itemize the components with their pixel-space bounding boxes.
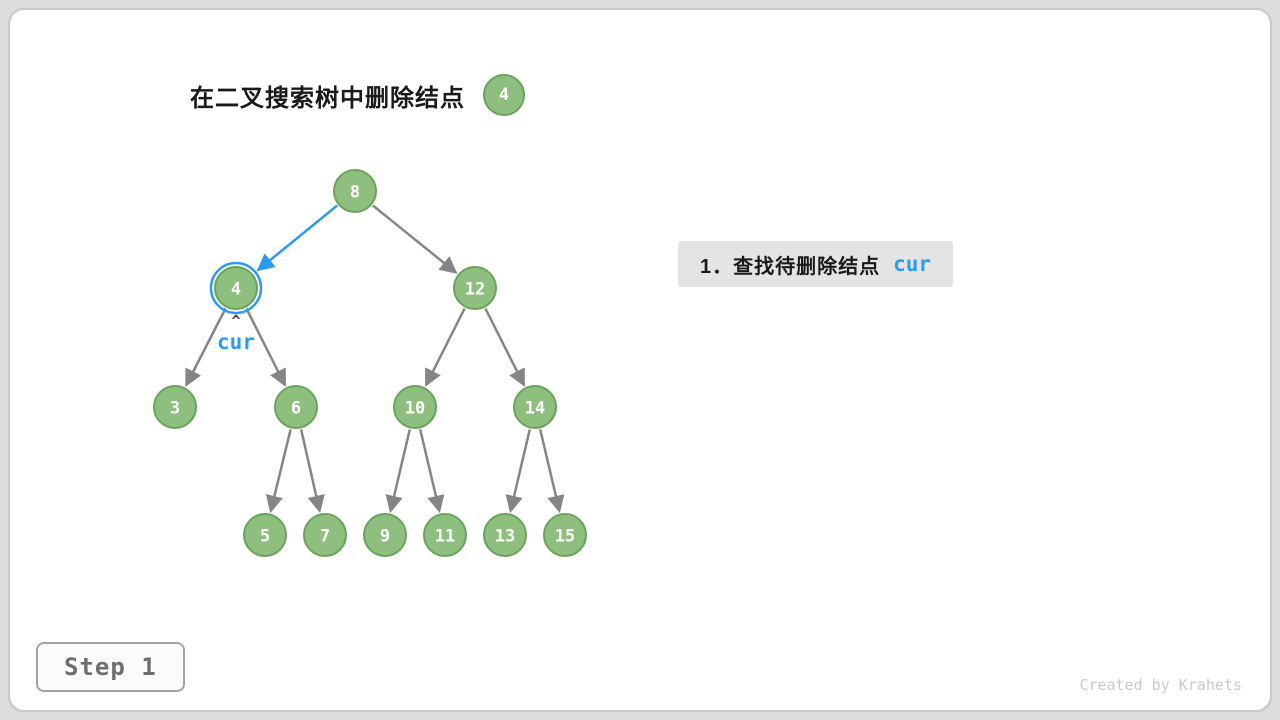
watermark-credit: Created by Krahets <box>1079 676 1242 694</box>
tree-edge-4-6 <box>245 307 286 387</box>
page-title: 在二叉搜索树中删除结点 <box>190 84 465 112</box>
tree-node-value: 4 <box>231 279 241 299</box>
tree-edge-4-3 <box>185 307 227 388</box>
card-background <box>8 8 1272 712</box>
tree-node-value: 6 <box>291 398 301 418</box>
tree-edge-14-13 <box>505 429 532 514</box>
tree-edge-12-10 <box>425 307 466 387</box>
tree-node-11: 11 <box>423 513 467 557</box>
tree-node-value: 9 <box>380 526 390 546</box>
tree-node-9: 9 <box>363 513 407 557</box>
title-row: 在二叉搜索树中删除结点 4 <box>190 74 525 116</box>
tree-node-value: 3 <box>170 398 180 418</box>
tree-edge-6-7 <box>299 429 325 514</box>
tree-node-6: 6 <box>274 385 318 429</box>
title-node-badge: 4 <box>483 74 525 116</box>
tree-node-14: 14 <box>513 385 557 429</box>
tree-node-value: 15 <box>555 526 575 546</box>
tree-node-value: 8 <box>350 182 360 202</box>
tree-node-4: 4 <box>209 261 263 315</box>
tree-edge-10-9 <box>385 429 412 514</box>
tree-node-10: 10 <box>393 385 437 429</box>
tree-edge-14-15 <box>538 429 565 514</box>
tree-node-value: 7 <box>320 526 330 546</box>
tree-edge-8-12 <box>372 204 458 274</box>
tree-node-value: 11 <box>435 526 455 546</box>
tree-node-7: 7 <box>303 513 347 557</box>
step-description-text: 1．查找待删除结点 <box>700 255 881 278</box>
tree-node-value: 5 <box>260 526 270 546</box>
tree-node-value: 14 <box>525 398 545 418</box>
tree-node-5: 5 <box>243 513 287 557</box>
tree-node-13: 13 <box>483 513 527 557</box>
tree-edge-12-14 <box>484 307 525 387</box>
tree-node-15: 15 <box>543 513 587 557</box>
tree-node-3: 3 <box>153 385 197 429</box>
tree-node-8: 8 <box>333 169 377 213</box>
highlight-ring <box>209 261 263 315</box>
tree-nodes: 8 4 12 3 6 10 14 5 7 9 11 13 15 <box>153 169 587 557</box>
tree-node-value: 12 <box>465 279 485 299</box>
tree-node-value: 10 <box>405 398 425 418</box>
tree-node-value: 13 <box>495 526 515 546</box>
tree-edge-6-5 <box>265 429 292 514</box>
step-description-code: cur <box>893 252 932 276</box>
caret-up-icon: ^ <box>231 312 241 330</box>
tree-edge-10-11 <box>418 429 445 514</box>
cur-pointer-label: cur <box>217 330 255 354</box>
tree-edge-8-4 <box>256 204 338 272</box>
step-button[interactable]: Step 1 <box>36 642 185 692</box>
step-description-box: 1．查找待删除结点 cur <box>678 241 954 287</box>
tree-node-12: 12 <box>453 266 497 310</box>
tree-edges <box>185 204 565 514</box>
cur-pointer: ^ cur <box>217 314 255 353</box>
